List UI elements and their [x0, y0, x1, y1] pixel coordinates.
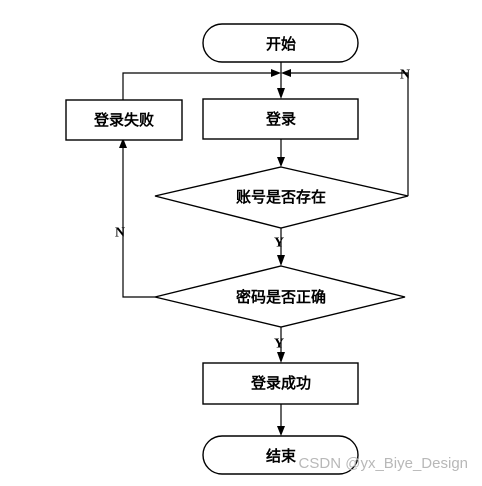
node-account-check: 账号是否存在	[154, 166, 409, 229]
arrowhead-failed-merge	[271, 69, 281, 77]
arrowheads	[119, 69, 291, 436]
start-terminator	[202, 23, 359, 63]
login-failed-label: 登录失败	[93, 111, 154, 129]
edge-account-no-loop	[289, 72, 409, 196]
login-process	[202, 98, 359, 140]
node-password-check: 密码是否正确	[154, 265, 406, 328]
node-end: 结束	[202, 435, 359, 475]
account-no-label: N	[400, 68, 410, 83]
arrowhead-into-password-check	[277, 255, 285, 266]
arrowhead-into-end	[277, 426, 285, 436]
password-check-decision	[154, 265, 406, 328]
arrowhead-account-no-merge	[281, 69, 291, 77]
account-yes-label: Y	[274, 236, 284, 251]
login-label: 登录	[265, 110, 296, 128]
account-check-label: 账号是否存在	[236, 188, 326, 206]
arrowhead-into-account-check	[277, 157, 285, 167]
edge-password-no	[122, 140, 155, 298]
start-label: 开始	[266, 35, 296, 53]
login-success-label: 登录成功	[250, 374, 311, 392]
arrowhead-into-login-failed	[119, 138, 127, 148]
login-failed-process	[65, 99, 183, 141]
login-success-process	[202, 362, 359, 405]
watermark-text: CSDN @yx_Biye_Design	[299, 455, 468, 472]
arrowhead-into-login-success	[277, 352, 285, 363]
node-login-failed: 登录失败	[65, 99, 183, 141]
node-start: 开始	[202, 23, 359, 63]
end-terminator	[202, 435, 359, 475]
password-check-label: 密码是否正确	[236, 288, 326, 306]
account-check-decision	[154, 166, 409, 229]
edge-failed-loop	[122, 72, 273, 100]
connectors	[122, 62, 409, 434]
arrowhead-into-login	[277, 88, 285, 99]
password-no-label: N	[115, 226, 125, 241]
node-login-success: 登录成功	[202, 362, 359, 405]
node-login: 登录	[202, 98, 359, 140]
password-yes-label: Y	[274, 337, 284, 352]
end-label: 结束	[266, 447, 297, 465]
